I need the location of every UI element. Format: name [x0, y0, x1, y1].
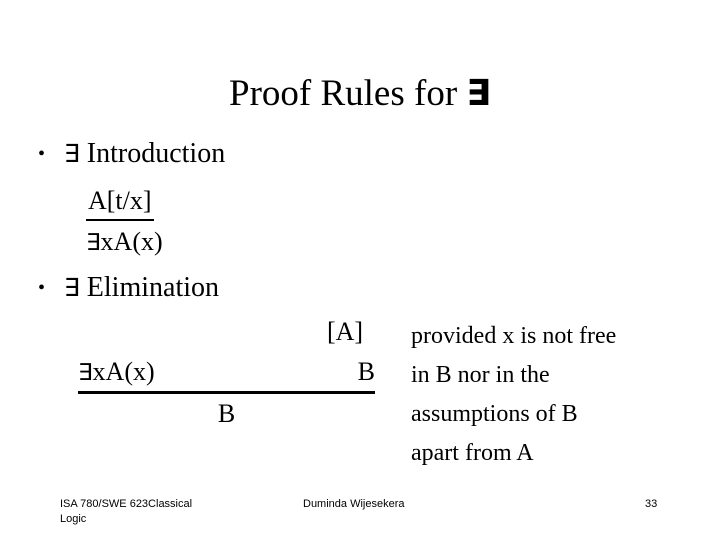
introduction-rule-premise: A[t/x] [86, 184, 154, 221]
footer-page-number: 33 [645, 498, 658, 510]
elimination-rule-right-premise: B [357, 357, 375, 386]
footer-author-label: Duminda Wijesekera [303, 498, 405, 510]
bullet-introduction-text: ∃ Introduction [64, 138, 225, 169]
bullet-elimination-label: Elimination [79, 272, 220, 303]
introduction-rule-conclusion: ∃xA(x) [86, 225, 163, 260]
footer-course-line-1: ISA 780/SWE 623Classical [60, 498, 193, 510]
elimination-rule-assumption: [A] [327, 317, 364, 346]
exists-symbol-icon: ∃ [64, 139, 80, 168]
bullet-marker-icon: • [38, 277, 46, 299]
bullet-item-introduction: • ∃ Introduction [38, 137, 225, 171]
introduction-rule-conclusion-text: xA(x) [100, 227, 163, 256]
exists-symbol-icon: ∃ [78, 360, 93, 386]
footer-course-label: ISA 780/SWE 623Classical Logic [60, 497, 290, 527]
elimination-rule-left-premise-text: xA(x) [92, 357, 155, 386]
side-note-line-2: in B nor in the [411, 362, 550, 388]
bullet-item-elimination: • ∃ Elimination [38, 271, 219, 305]
footer-course-line-2: Logic [60, 513, 87, 525]
side-note-line-3: assumptions of B [411, 401, 578, 427]
elimination-rule-conclusion: B [217, 399, 236, 428]
exists-quantifier-icon: ∃ [466, 73, 491, 114]
elimination-rule-premise-row: ∃xA(x) B [78, 357, 375, 394]
exists-symbol-icon: ∃ [64, 273, 80, 302]
bullet-introduction-label: Introduction [79, 138, 226, 169]
side-note-line-4: apart from A [411, 440, 534, 466]
page-title: Proof Rules for ∃ [0, 72, 720, 116]
side-note-line-1: provided x is not free [411, 323, 617, 349]
introduction-rule: A[t/x] ∃xA(x) [86, 184, 163, 260]
elimination-rule-left-premise: ∃xA(x) [78, 357, 155, 388]
bullet-marker-icon: • [38, 143, 46, 165]
title-text: Proof Rules for [229, 73, 467, 114]
exists-symbol-icon: ∃ [86, 230, 101, 256]
side-note: provided x is not free in B nor in the a… [411, 317, 711, 473]
bullet-elimination-text: ∃ Elimination [64, 272, 219, 303]
